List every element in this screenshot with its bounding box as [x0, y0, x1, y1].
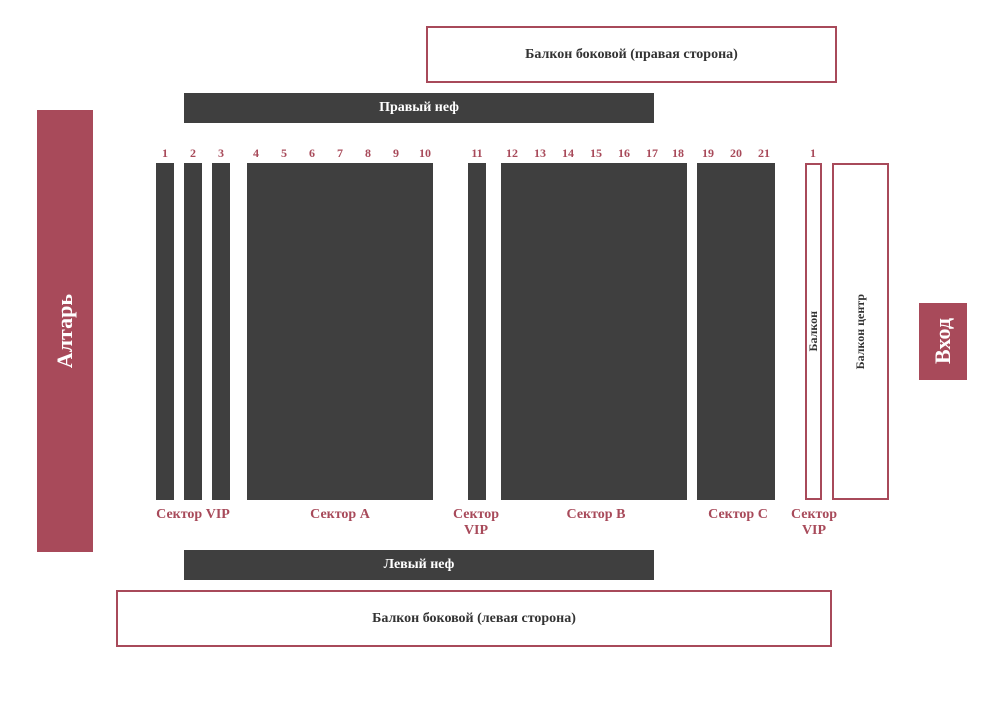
row-number: 4	[253, 146, 259, 160]
row-number: 14	[562, 146, 574, 160]
row-number: 9	[393, 146, 399, 160]
row-number: 5	[281, 146, 287, 160]
sector-c-label: Сектор C	[698, 507, 778, 523]
sector-vip-right-line1: Сектор	[790, 507, 838, 522]
row-number: 16	[618, 146, 630, 160]
balcony-left-side-label: Балкон боковой (левая сторона)	[372, 610, 576, 626]
sector-vip-right-label: Сектор VIP	[784, 507, 844, 539]
row-number: 20	[730, 146, 742, 160]
sector-vip-mid-label: Сектор VIP	[446, 507, 506, 539]
row-number: 6	[309, 146, 315, 160]
row-number: 15	[590, 146, 602, 160]
sector-b-label: Сектор B	[546, 507, 646, 523]
row-number: 7	[337, 146, 343, 160]
row-number: 11	[471, 146, 483, 160]
balcony-small-label: Балкон	[806, 311, 820, 352]
row-number: 8	[365, 146, 371, 160]
nave-right[interactable]: Правый неф	[184, 93, 654, 123]
balcony-small[interactable]: Балкон	[805, 163, 822, 500]
sector-a-block[interactable]	[247, 163, 433, 500]
balcony-right-side-label: Балкон боковой (правая сторона)	[525, 46, 738, 62]
altar-label: Алтарь	[52, 293, 77, 369]
entrance-label: Вход	[930, 318, 955, 365]
row-number: 13	[534, 146, 546, 160]
seat-row-2[interactable]	[184, 163, 202, 500]
nave-left[interactable]: Левый неф	[184, 550, 654, 580]
sector-vip-right-line2: VIP	[801, 523, 827, 538]
entrance: Вход	[919, 303, 967, 380]
sector-vip-left-label: Сектор VIP	[148, 507, 238, 523]
nave-left-label: Левый неф	[383, 557, 455, 572]
seat-row-1[interactable]	[156, 163, 174, 500]
row-number: 3	[218, 146, 224, 160]
row-number: 21	[758, 146, 770, 160]
row-number: 10	[419, 146, 431, 160]
sector-a-label: Сектор A	[290, 507, 390, 523]
row-number: 17	[646, 146, 658, 160]
row-number: 19	[702, 146, 714, 160]
sector-vip-left-text: Сектор VIP	[156, 507, 230, 522]
row-number: 12	[506, 146, 518, 160]
row-number: 2	[190, 146, 196, 160]
balcony-row-number: 1	[810, 146, 816, 160]
balcony-left-side[interactable]: Балкон боковой (левая сторона)	[116, 590, 832, 647]
seat-row-3[interactable]	[212, 163, 230, 500]
sector-a-text: Сектор A	[310, 507, 370, 522]
row-number: 18	[672, 146, 684, 160]
sector-b-block[interactable]	[501, 163, 687, 500]
sector-c-block[interactable]	[697, 163, 775, 500]
nave-right-label: Правый неф	[379, 100, 459, 115]
sector-vip-mid-line2: VIP	[463, 523, 489, 538]
balcony-center[interactable]: Балкон центр	[832, 163, 889, 500]
seat-row-11[interactable]	[468, 163, 486, 500]
balcony-right-side[interactable]: Балкон боковой (правая сторона)	[426, 26, 837, 83]
balcony-center-label: Балкон центр	[853, 293, 867, 370]
sector-b-text: Сектор B	[566, 507, 626, 522]
altar: Алтарь	[37, 110, 93, 552]
sector-vip-mid-line1: Сектор	[452, 507, 500, 522]
sector-c-text: Сектор C	[708, 507, 768, 522]
row-number: 1	[162, 146, 168, 160]
